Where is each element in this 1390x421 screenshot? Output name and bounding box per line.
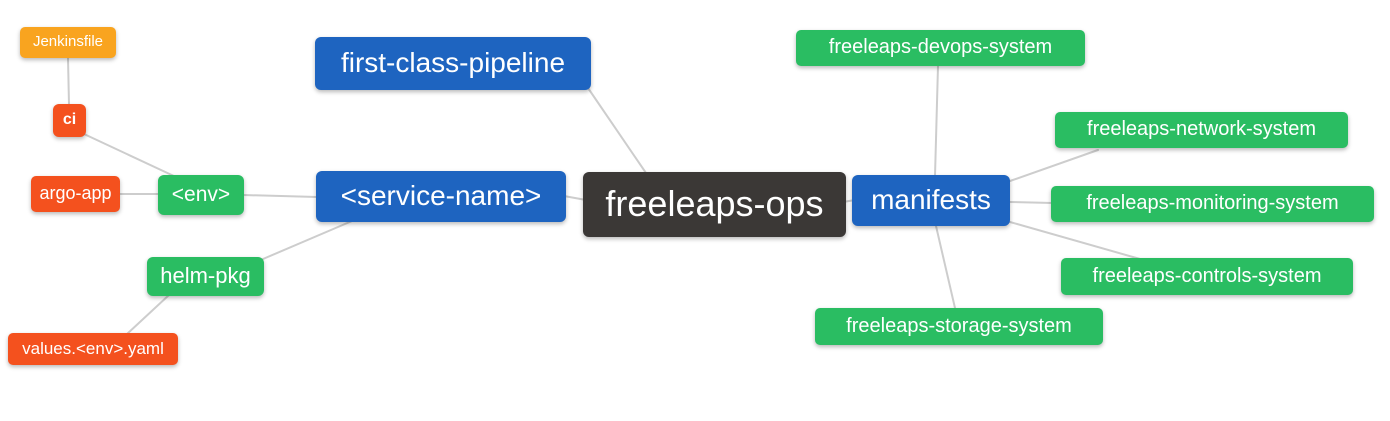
node-freeleaps-monitoring-system-label: freeleaps-monitoring-system <box>1086 192 1339 214</box>
node-freeleaps-devops-system-label: freeleaps-devops-system <box>828 36 1053 58</box>
edge-manifests-controls <box>1009 221 1141 260</box>
edge-ci-env <box>83 133 177 178</box>
node-freeleaps-monitoring-system[interactable]: freeleaps-monitoring-system <box>1051 186 1374 222</box>
node-argo-app[interactable]: argo-app <box>31 176 120 212</box>
node-manifests[interactable]: manifests <box>852 175 1010 226</box>
node-freeleaps-storage-system[interactable]: freeleaps-storage-system <box>815 308 1103 345</box>
node-jenkinsfile-label: Jenkinsfile <box>32 33 104 50</box>
edge-helmpkg-servicename <box>262 220 353 260</box>
edge-values-helmpkg <box>126 294 170 335</box>
edge-manifests-storage <box>935 225 956 309</box>
node-freeleaps-network-system[interactable]: freeleaps-network-system <box>1055 112 1348 148</box>
node-helm-pkg[interactable]: helm-pkg <box>147 257 264 296</box>
node-first-class-pipeline[interactable]: first-class-pipeline <box>315 37 591 90</box>
node-jenkinsfile[interactable]: Jenkinsfile <box>20 27 116 58</box>
node-freeleaps-controls-system[interactable]: freeleaps-controls-system <box>1061 258 1353 295</box>
node-values-env-yaml-label: values.<env>.yaml <box>22 338 164 358</box>
node-freeleaps-devops-system[interactable]: freeleaps-devops-system <box>796 30 1085 66</box>
node-freeleaps-network-system-label: freeleaps-network-system <box>1087 118 1316 140</box>
node-freeleaps-ops-label: freeleaps-ops <box>605 182 824 224</box>
node-freeleaps-ops[interactable]: freeleaps-ops <box>583 172 846 237</box>
node-service-name-label: <service-name> <box>340 179 542 211</box>
node-service-name[interactable]: <service-name> <box>316 171 566 222</box>
edge-manifests-network <box>1009 149 1099 182</box>
node-manifests-label: manifests <box>871 183 991 215</box>
node-freeleaps-controls-system-label: freeleaps-controls-system <box>1092 264 1322 287</box>
edge-jenkinsfile-ci <box>67 57 70 106</box>
node-ci[interactable]: ci <box>53 104 86 137</box>
edge-env-servicename <box>242 194 318 198</box>
node-ci-label: ci <box>62 110 77 128</box>
node-freeleaps-storage-system-label: freeleaps-storage-system <box>846 314 1072 337</box>
node-first-class-pipeline-label: first-class-pipeline <box>340 46 566 78</box>
node-env-label: <env> <box>171 182 231 206</box>
edge-pipeline-ops <box>587 87 647 174</box>
edge-manifests-devops <box>934 65 939 177</box>
edge-manifests-monitoring <box>1008 201 1054 204</box>
node-values-env-yaml[interactable]: values.<env>.yaml <box>8 333 178 365</box>
node-argo-app-label: argo-app <box>39 183 112 203</box>
node-helm-pkg-label: helm-pkg <box>160 262 251 288</box>
node-env[interactable]: <env> <box>158 175 244 215</box>
